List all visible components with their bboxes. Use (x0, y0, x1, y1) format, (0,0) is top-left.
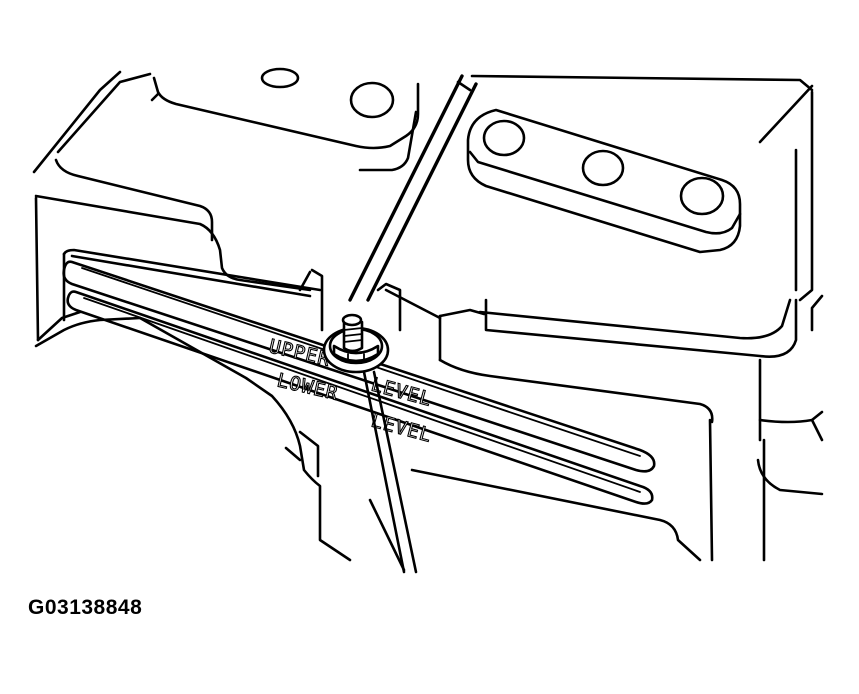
figure-id-label: G03138848 (28, 596, 143, 619)
battery-front-face (34, 196, 824, 562)
lower-level-line (66, 290, 654, 505)
case-side-detail (810, 294, 824, 332)
hold-down-bracket (34, 316, 406, 572)
terminal-bolt (322, 313, 390, 374)
battery-top-cover (32, 70, 814, 302)
top-cover-frame-right (438, 80, 798, 442)
vent-cap-block-left (150, 67, 420, 172)
level-indicator-rod (362, 370, 418, 574)
diagonal-brace (348, 74, 478, 302)
terminal-post-housing (298, 268, 442, 332)
vent-cap-block-right (466, 108, 742, 254)
lower-level-text-a: LOWER (275, 369, 341, 404)
